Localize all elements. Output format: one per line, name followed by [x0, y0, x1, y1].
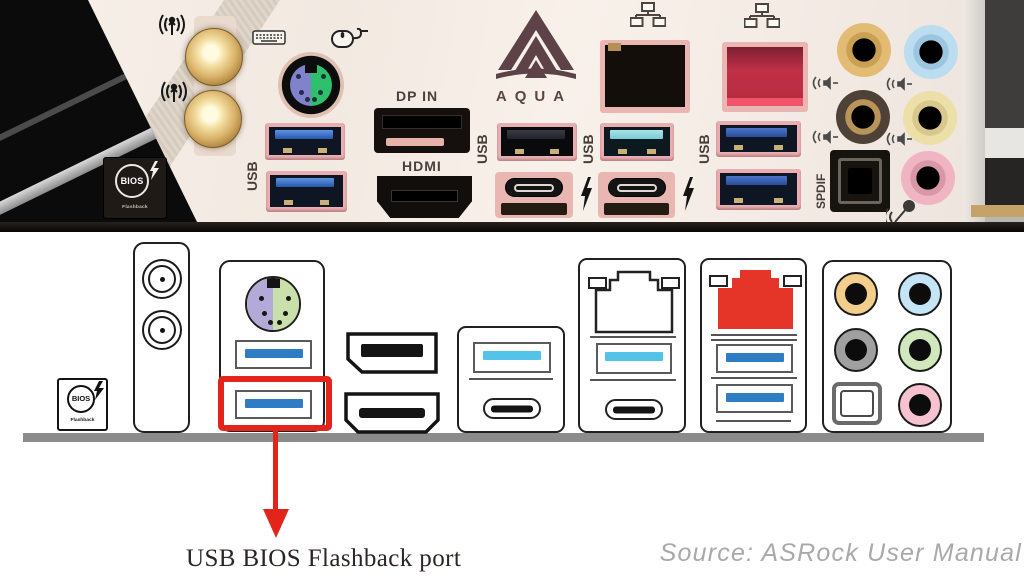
bios-flashback-button: BIOS Flashback: [103, 157, 167, 219]
ps2-usb-panel-diagram: [219, 260, 325, 432]
source-attribution: Source: ASRock User Manual: [659, 539, 1022, 567]
bios-flashback-button-diagram: BIOS Flashback: [57, 378, 108, 431]
antenna-panel-diagram: [133, 242, 190, 433]
antenna-connector-diagram: [142, 310, 182, 350]
aqua-logo-text: AQUA: [495, 88, 573, 105]
audio-jack-gray-diagram: [834, 328, 878, 372]
usb-label: USB: [696, 134, 712, 164]
displayport-in-port: [374, 108, 470, 153]
usb-label: USB: [474, 134, 490, 164]
audio-jack-green-diagram: [898, 328, 942, 372]
usb3-port-diagram: [716, 384, 793, 413]
photo-rear-io-panel: BIOS Flashback: [0, 0, 1024, 232]
background-right: [963, 0, 1024, 224]
usb-usbc-panel-diagram: [457, 326, 565, 433]
callout-arrow-head: [263, 509, 289, 538]
spdif-port-diagram: [832, 382, 882, 425]
hdmi-label: HDMI: [402, 158, 442, 174]
audio-panel-diagram: [822, 260, 952, 433]
dp-in-label: DP IN: [396, 88, 439, 104]
bios-button-sublabel: Flashback: [122, 204, 148, 210]
diagram-rear-io-panel: BIOS Flashback: [0, 232, 1024, 576]
ps2-port-diagram: [245, 276, 301, 332]
bios-button-label: BIOS: [115, 164, 149, 198]
callout-arrow: [273, 431, 278, 511]
usb3-port-diagram: [473, 342, 551, 373]
usb3-port: [266, 171, 347, 212]
usb3-port-diagram: [596, 343, 672, 374]
bios-button-label: BIOS: [67, 385, 95, 413]
audio-jack-lightblue-diagram: [898, 272, 942, 316]
spdif-optical-port: [830, 150, 890, 212]
audio-jack-gold: [837, 23, 891, 77]
highlight-box-usb-bios-flashback: [218, 376, 332, 431]
io-shield-baseline: [23, 433, 984, 442]
antenna-connector-diagram: [142, 259, 182, 299]
bios-button-sublabel: Flashback: [70, 417, 95, 423]
red-lan-usb-panel-diagram: [700, 258, 807, 433]
usb-port-black: [497, 123, 577, 161]
hdmi-port: [377, 176, 472, 218]
lan-port-black: [600, 40, 690, 113]
lan-usb-panel-diagram: [578, 258, 686, 433]
usb3-port: [265, 123, 345, 160]
usb-label: USB: [244, 161, 260, 191]
usb-c-thunderbolt-port: [495, 172, 573, 218]
usb-label: USB: [580, 134, 596, 164]
usb3-port: [716, 121, 801, 157]
usb3-port-diagram: [716, 344, 793, 373]
wifi-antenna-connector: [185, 28, 243, 86]
audio-jack-gold-diagram: [834, 272, 878, 316]
usb3-port-diagram: [235, 340, 312, 369]
photo-bottom-edge: [0, 222, 1024, 232]
usb-port-teal: [600, 123, 674, 161]
usb-c-thunderbolt-port: [598, 172, 675, 218]
audio-jack-lightblue: [904, 25, 958, 79]
usb3-port: [716, 169, 801, 210]
audio-jack-cream: [903, 91, 957, 145]
audio-jack-black: [836, 90, 890, 144]
ps2-port: [278, 52, 344, 118]
audio-jack-pink-diagram: [898, 383, 942, 427]
audio-jack-pink: [901, 151, 955, 205]
usb-c-port-diagram: [605, 399, 663, 420]
caption-text: USB BIOS Flashback port: [186, 545, 462, 572]
wifi-antenna-connector: [184, 90, 242, 148]
usb-c-port-diagram: [483, 398, 541, 419]
lan-port-red: [722, 42, 808, 112]
spdif-label: SPDIF: [814, 173, 828, 209]
usb-bios-flashback-port-diagram: [235, 390, 312, 419]
